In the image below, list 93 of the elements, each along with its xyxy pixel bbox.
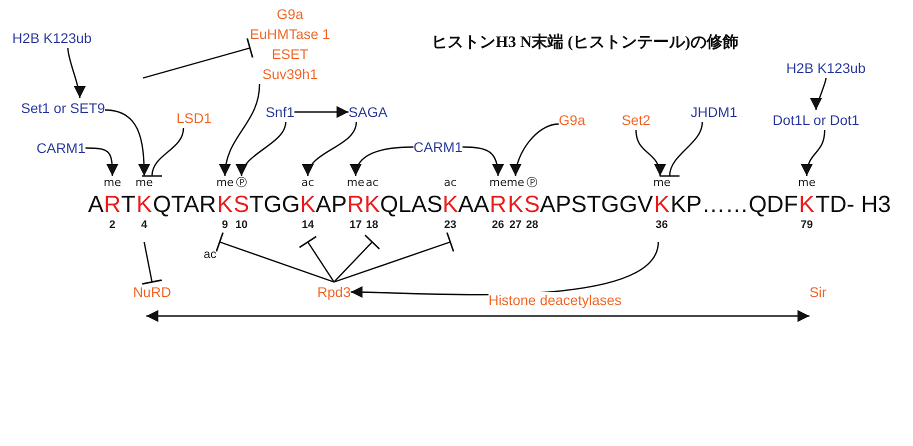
residue-letter: R [347,190,364,219]
arrow [462,146,504,176]
modification-mark: me [216,176,234,189]
modification-mark: me [135,176,153,189]
arrow [510,123,559,176]
residue-letter: R [490,190,506,219]
enzyme-label: G9a [558,110,586,130]
sequence-text: T [121,190,136,219]
arrow [86,147,118,176]
residue-letter: K [508,190,524,219]
arrow [294,106,349,118]
modification-mark: me [506,176,524,189]
position-number: 79 [800,219,813,232]
inhibition-line [658,122,704,178]
enzyme-label: Dot1L or Dot1 [772,110,860,130]
arrow [67,48,85,98]
enzyme-label: SAGA [348,102,388,122]
position-number: 9 [222,219,228,232]
modification-mark: ac [444,176,457,189]
inhibition-line [142,38,254,79]
inhibition-line [334,232,454,283]
sequence-text: TGG [249,190,300,219]
position-number: 28 [526,219,538,232]
residue-letter: K [654,190,670,219]
arrow [220,84,260,176]
title: ヒストンH3 N末端 (ヒストンテール)の修飾 [432,32,738,53]
residue-letter: S [524,190,540,219]
enzyme-label: NuRD [132,282,172,316]
residue-letter: K [798,190,815,219]
inhibition-line [141,242,163,285]
arrow [351,146,414,176]
position-number: 4 [141,219,148,232]
arrow [104,109,150,176]
modification-mark: Ⓟ [236,176,247,189]
edge-label: ac [204,248,216,261]
residue-letter: K [136,190,152,219]
arrow [635,130,666,176]
sequence-text: KP……QDF [670,190,798,219]
arrow [238,122,286,176]
enzyme-label: Suv39h1 [261,65,319,84]
arrow [802,130,826,176]
modification-mark: me [798,176,816,189]
residue-letter: S [234,190,250,219]
enzyme-label: JHDM1 [690,102,738,122]
enzyme-label: Rpd3 [317,282,351,302]
position-number: 27 [509,219,522,232]
modification-mark: me [346,176,364,189]
position-number: 23 [444,219,456,232]
sequence-text: QTAR [152,190,216,219]
residue-letter: K [217,190,233,219]
residue-letter: K [364,190,380,219]
inhibition-line [298,236,335,282]
modification-mark: me [653,176,671,189]
arrow [812,78,827,110]
modification-mark: ac [366,176,379,189]
sequence-text: AA [458,190,490,219]
residue-letter: K [442,190,458,219]
edge-label: Histone deacetylases [488,292,622,308]
modification-mark: Ⓟ [526,176,538,189]
enzyme-label: Sir [809,282,827,316]
enzyme-label: G9a [276,5,304,24]
inhibition-line [216,232,334,283]
modification-mark: me [489,176,507,189]
position-number: 10 [235,219,248,232]
enzyme-label: Snf1 [266,102,294,122]
position-number: 26 [492,219,504,232]
enzyme-label: CARM1 [414,137,462,157]
enzyme-label: H2B K123ub [12,28,92,48]
sequence-text: AP [316,190,347,219]
inhibition-line [141,128,184,178]
residue-letter: R [104,190,121,219]
position-number: 2 [109,219,116,232]
enzyme-label: Set2 [622,110,650,130]
position-number: 36 [656,219,668,232]
enzyme-label: CARM1 [36,138,86,158]
arrow [304,122,358,176]
modification-mark: me [104,176,122,189]
position-number: 17 [349,219,362,232]
position-number: 14 [302,219,314,232]
sequence-text: A [88,190,104,219]
enzyme-label: EuHMTase 1 [250,25,330,44]
position-number: 18 [366,219,378,232]
enzyme-label: H2B K123ub [786,58,866,78]
enzyme-label: Set1 or SET9 [20,98,106,118]
inhibition-line [334,234,380,282]
residue-letter: K [300,190,316,219]
modification-mark: ac [301,176,314,189]
sequence-text: TD- H3 [815,190,891,219]
sequence-text: APSTGGV [540,190,654,219]
enzyme-label: LSD1 [176,108,212,128]
enzyme-label: ESET [270,45,310,64]
sequence-text: QLAS [380,190,442,219]
arrow [146,310,810,322]
